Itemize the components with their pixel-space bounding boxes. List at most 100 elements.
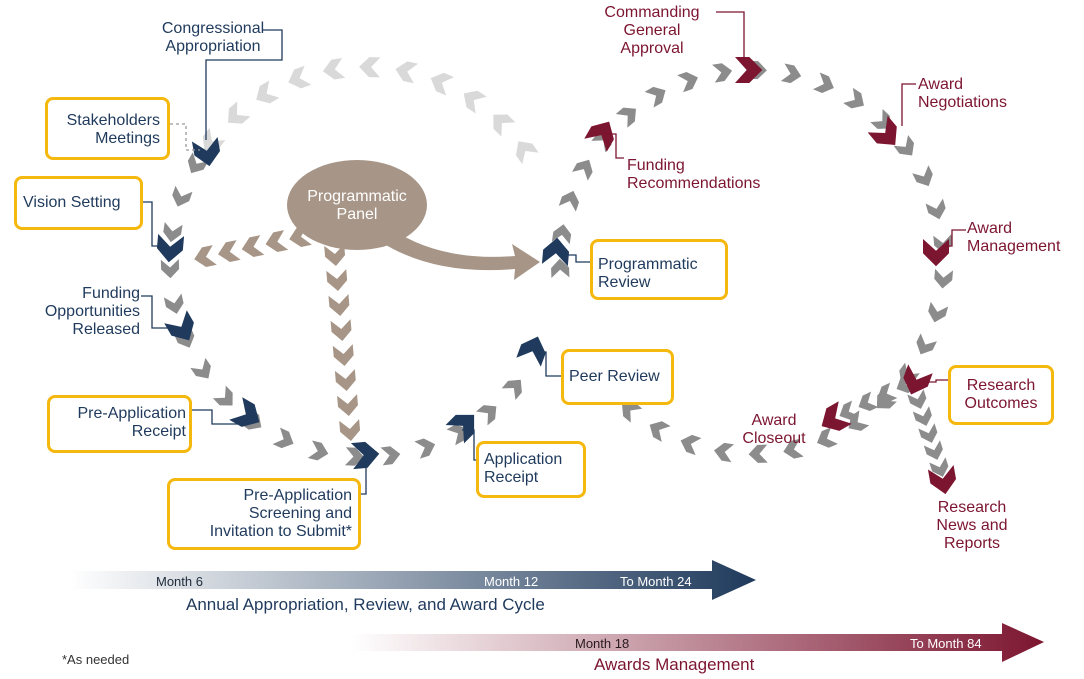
stage-marker-navy	[541, 237, 570, 267]
funding-opps-line-2: Opportunities	[44, 303, 140, 320]
stage-marker-navy	[164, 310, 194, 341]
cycle-chevron	[843, 87, 864, 109]
cycle-chevron	[160, 259, 180, 279]
funding-opps-line-3: Released	[72, 321, 140, 338]
footnote: *As needed	[62, 652, 130, 667]
stage-marker-maroon	[821, 401, 852, 431]
commanding-line-1: Commanding	[604, 4, 700, 21]
cycle-chevron	[780, 63, 802, 84]
cycle-chevron	[816, 427, 838, 448]
award-mgmt-line-2: Management	[967, 238, 1061, 255]
box-pre-app-receipt	[47, 395, 192, 453]
timeline-1-caption: Annual Appropriation, Review, and Award …	[186, 595, 545, 614]
award-mgmt-line-1: Award	[967, 220, 1013, 237]
panel-to-screening-chevron	[334, 369, 356, 391]
box-peer-review	[561, 349, 674, 405]
panel-to-vision-chevron	[218, 240, 241, 262]
label-funding-opportunities: Funding Opportunities Released	[20, 285, 140, 339]
cycle-chevron-light	[493, 114, 516, 137]
research-news-line-3: Reports	[943, 535, 1001, 552]
label-award-closeout: Award Closeout	[734, 412, 814, 448]
news-chevron	[923, 440, 943, 460]
box-app-receipt	[476, 441, 586, 498]
stage-marker-navy	[516, 336, 546, 367]
stage-marker-maroon	[903, 364, 933, 395]
connector-funding-opps	[141, 295, 178, 329]
cycle-chevron	[649, 421, 671, 442]
stage-marker-maroon	[867, 115, 897, 145]
programmatic-panel-shape	[287, 160, 427, 250]
panel-to-screening-chevron	[339, 419, 361, 441]
cycle-chevron	[551, 224, 572, 245]
cycle-chevron-light	[359, 57, 381, 78]
box-vision-setting	[14, 176, 143, 230]
cycle-chevron	[558, 190, 580, 212]
peer-review-line-1: Peer Review	[569, 368, 660, 385]
cycle-chevron-light	[430, 72, 455, 96]
cycle-chevron-light	[228, 101, 251, 124]
cycle-chevron-light	[395, 61, 419, 84]
label-award-management: Award Management	[967, 220, 1060, 256]
label-programmatic-review: Programmatic Review	[598, 256, 698, 292]
cycle-chevron	[414, 438, 436, 459]
cycle-chevron	[163, 293, 184, 314]
cycle-chevron	[916, 333, 937, 355]
connector-research-outcomes	[926, 379, 950, 383]
cycle-chevron-light	[288, 65, 312, 89]
programmatic-panel-label: Programmatic Panel	[287, 188, 427, 224]
stage-marker-navy	[445, 414, 475, 444]
cycle-chevron	[870, 108, 891, 129]
label-peer-review: Peer Review	[569, 368, 660, 386]
prog-review-line-1: Programmatic	[598, 256, 698, 273]
cycle-chevron	[928, 301, 949, 323]
stakeholders-line-2: Meetings	[95, 130, 160, 147]
stage-marker-maroon	[735, 57, 763, 83]
label-pre-app-receipt: Pre-Application Receipt	[52, 405, 187, 441]
cycle-chevron	[380, 446, 401, 466]
box-pre-app-screening	[167, 478, 361, 550]
connector-award-mgmt	[942, 229, 966, 247]
label-research-outcomes: Research Outcomes	[952, 377, 1050, 413]
news-chevron	[907, 389, 927, 409]
timeline-2-month-84: To Month 84	[910, 636, 982, 651]
award-closeout-line-2: Closeout	[742, 430, 806, 447]
connector-prog-review	[560, 254, 596, 263]
connector-pre-app-receipt	[192, 409, 240, 425]
cycle-chevron-light	[515, 141, 539, 165]
cycle-chevron-light	[463, 90, 487, 114]
connector-award-neg	[901, 83, 916, 126]
cycle-chevron	[714, 442, 735, 463]
award-neg-line-1: Award	[918, 76, 964, 93]
cycle-chevron	[621, 402, 643, 423]
cycle-chevron	[748, 444, 768, 463]
funding-recs-line-1: Funding	[627, 157, 685, 174]
news-chevron	[918, 423, 938, 443]
news-chevron	[929, 457, 949, 477]
award-neg-line-2: Negotiations	[918, 94, 1007, 111]
commanding-line-3: Approval	[620, 40, 684, 57]
connector-congressional	[205, 29, 283, 140]
box-stakeholders	[45, 97, 170, 160]
cycle-chevron	[783, 438, 804, 459]
panel-to-screening-chevron	[332, 344, 354, 366]
research-outcomes-line-1: Research	[966, 377, 1036, 394]
pre-app-screening-line-3: Invitation to Submit*	[209, 523, 352, 540]
commanding-line-2: General	[623, 22, 681, 39]
connector-stakeholders	[170, 123, 200, 151]
cycle-chevron	[712, 63, 733, 83]
closeout-chevron	[858, 391, 879, 412]
stage-marker-navy	[191, 136, 221, 167]
label-vision-setting: Vision Setting	[23, 194, 121, 212]
cycle-chevron	[501, 379, 522, 400]
panel-to-vision-chevron	[265, 230, 289, 252]
cycle-chevron	[272, 427, 294, 449]
panel-to-vision-chevron	[194, 245, 217, 267]
closeout-chevron	[877, 382, 898, 403]
cycle-chevron	[812, 72, 834, 93]
research-news-line-1: Research	[937, 499, 1007, 516]
cycle-chevron	[677, 72, 698, 93]
panel-to-screening-chevron	[330, 319, 352, 341]
cycle-chevron	[212, 385, 233, 406]
cycle-chevron	[644, 86, 666, 108]
cycle-chevron	[551, 258, 570, 279]
